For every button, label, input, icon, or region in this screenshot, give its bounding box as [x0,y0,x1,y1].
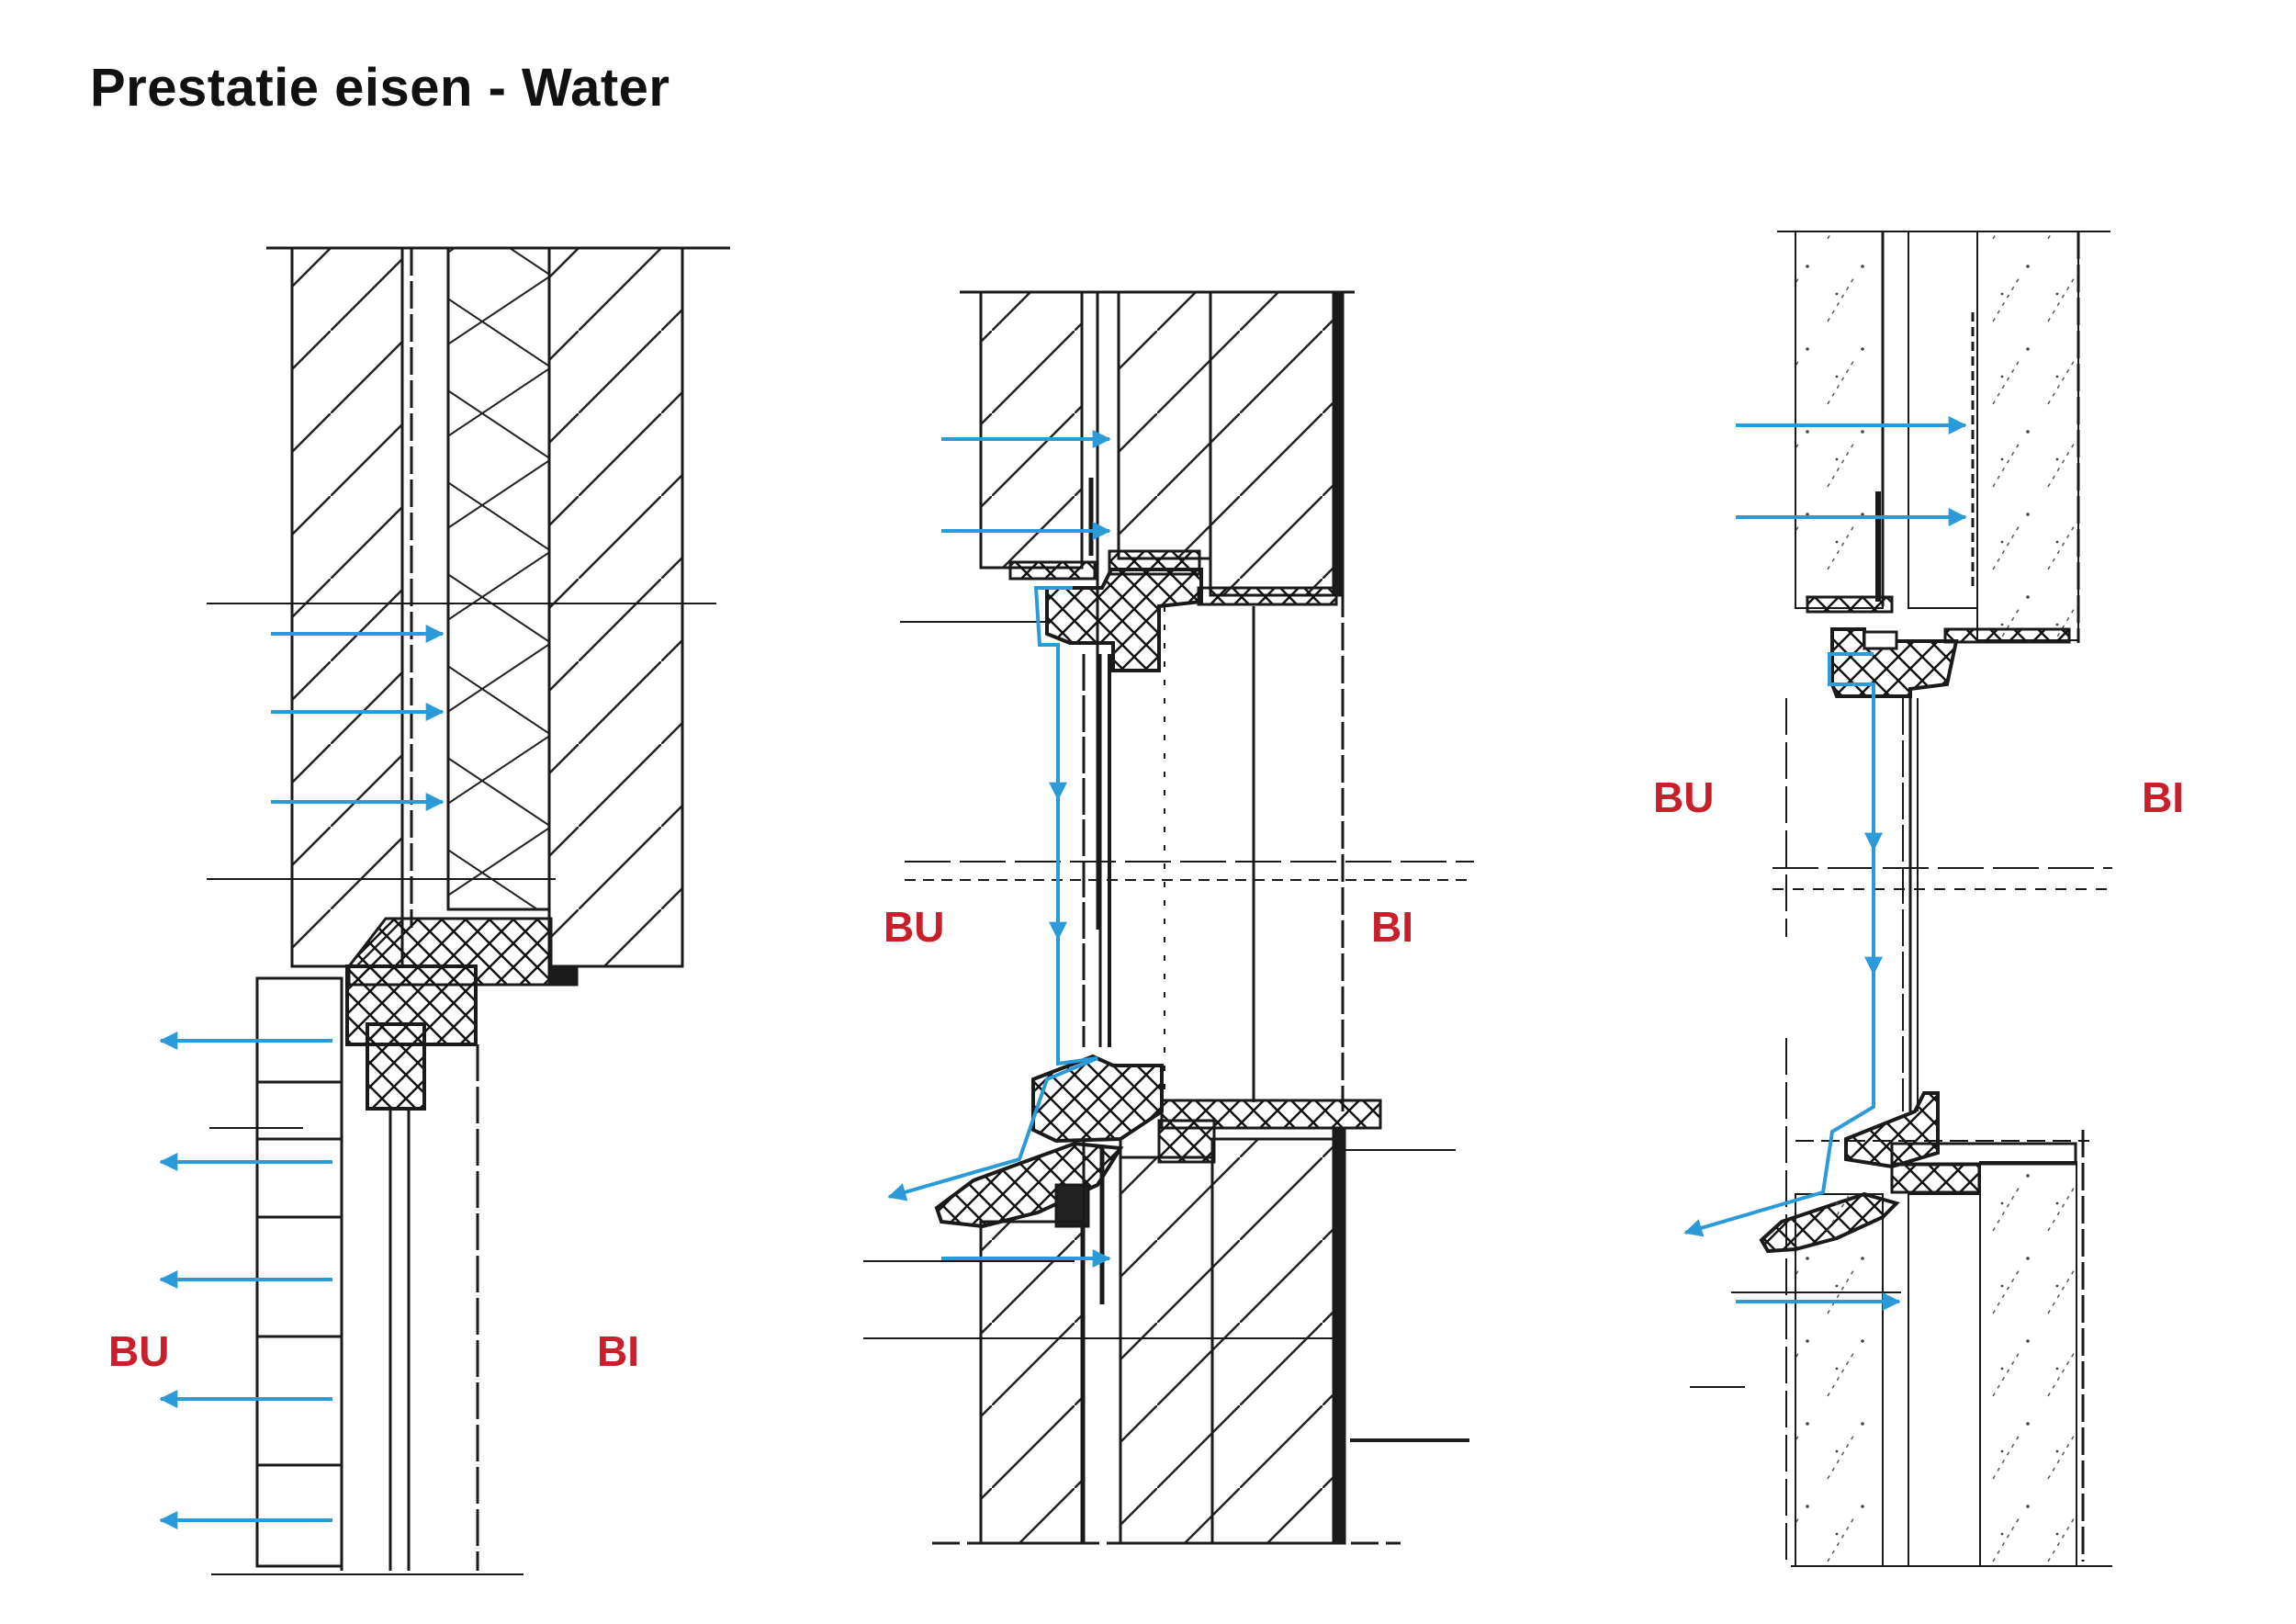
detail-3 [1683,231,2112,1567]
label-bi-1: BI [597,1327,639,1375]
label-bi-3: BI [2142,773,2184,821]
label-bu-1: BU [108,1327,169,1375]
detail-2 [863,290,1474,1545]
label-bu-3: BU [1653,773,1714,821]
label-bi-2: BI [1371,903,1413,951]
page-title: Prestatie eisen - Water [90,58,670,118]
label-bu-2: BU [884,903,944,951]
detail-1 [159,246,730,1575]
